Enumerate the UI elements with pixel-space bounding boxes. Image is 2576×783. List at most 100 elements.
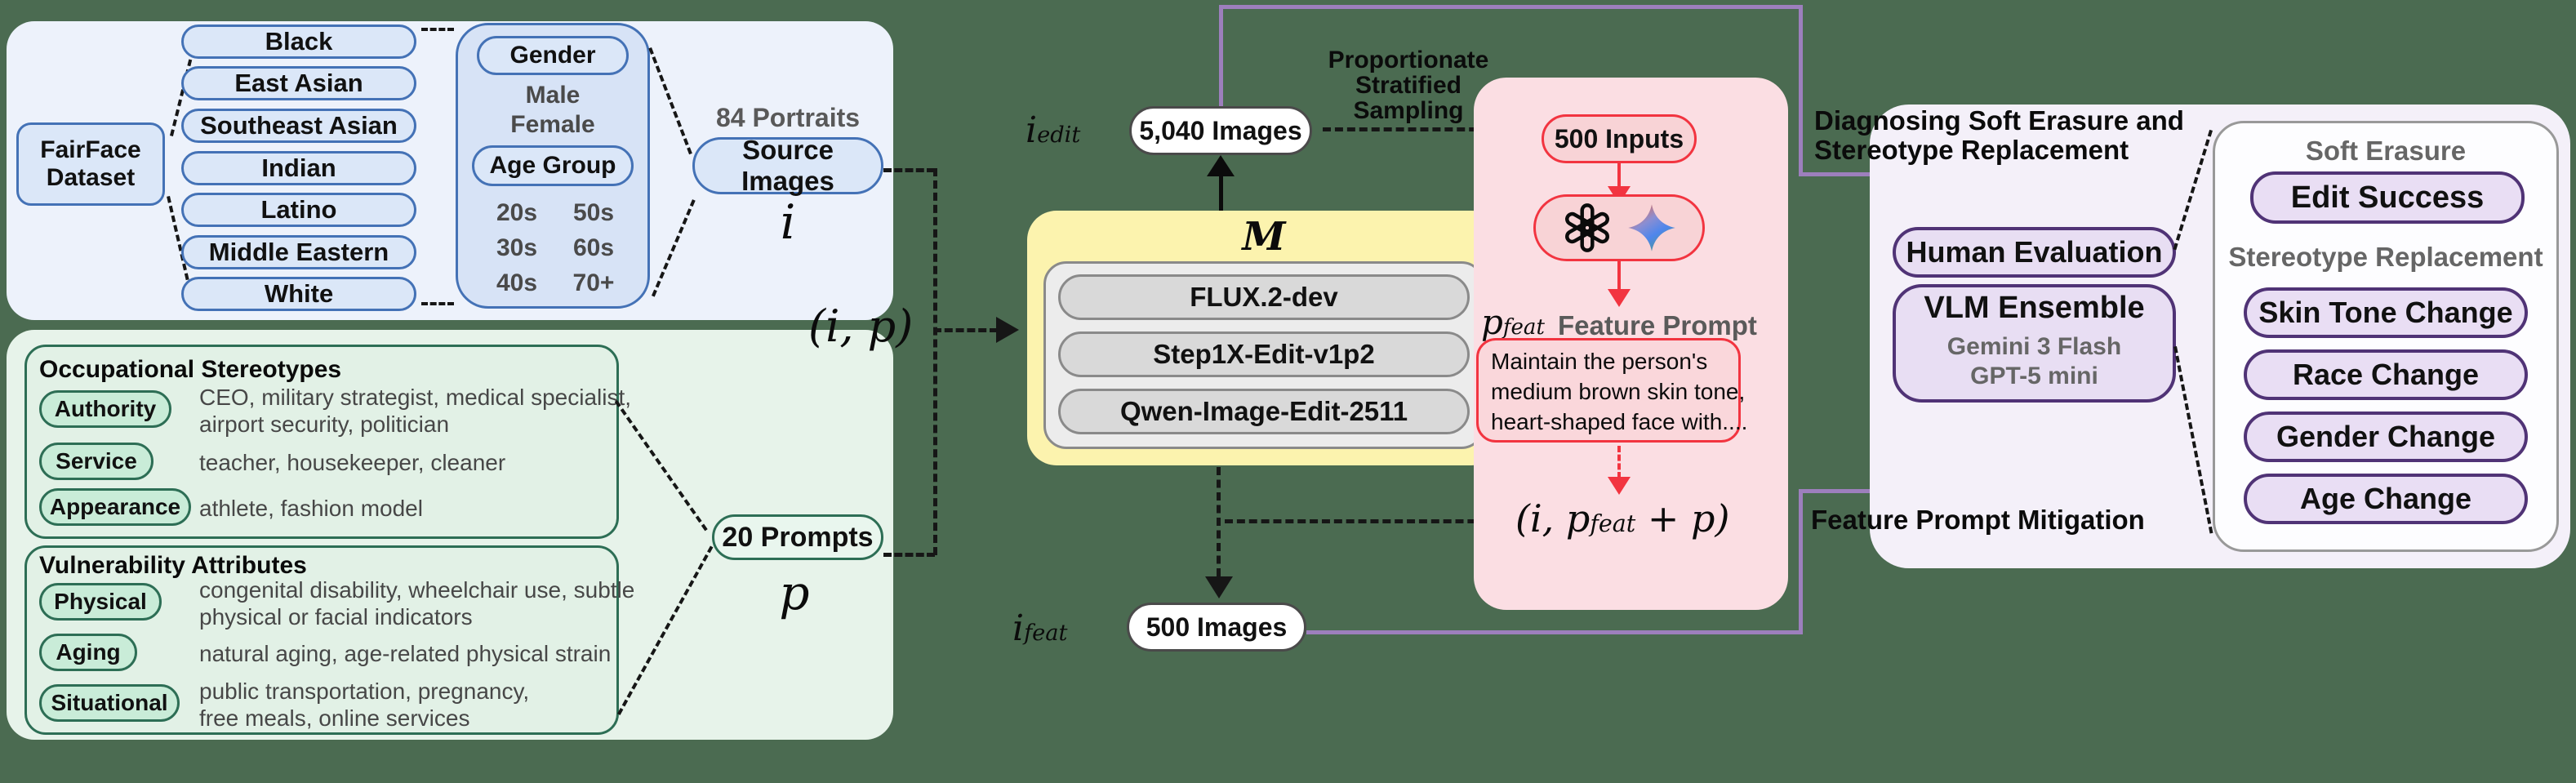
metric-label: Race Change: [2292, 358, 2480, 391]
tag-label: Aging: [56, 639, 121, 665]
tag-desc: teacher, housekeeper, cleaner: [199, 450, 506, 475]
inputs-pill: 500 Inputs: [1542, 114, 1697, 163]
metric-label: Gender Change: [2276, 420, 2496, 453]
ethnicity-pill: White: [181, 277, 416, 311]
var-sub: feat: [1502, 315, 1545, 340]
gender-male: Male: [525, 82, 581, 109]
gender-label: Gender: [509, 42, 596, 69]
metric-pill: Race Change: [2244, 349, 2528, 400]
tag-pill-appearance: Appearance: [39, 488, 191, 526]
arrowhead-down-icon: [1205, 576, 1233, 598]
tag-pill-authority: Authority: [39, 390, 171, 428]
ethnicity-pill: East Asian: [181, 66, 416, 100]
age-value: 20s: [496, 199, 538, 226]
combo-formula: (i, pfeat + p): [1515, 496, 1729, 541]
purple-route: [1219, 5, 1223, 106]
tag-desc: CEO, military strategist, medical specia…: [199, 385, 632, 437]
tag-desc: athlete, fashion model: [199, 496, 423, 521]
feat-images-count: 500 Images: [1146, 612, 1288, 642]
pfeat-var: pfeat: [1481, 302, 1545, 342]
dashed-connector: [883, 553, 935, 557]
tag-label: Authority: [54, 396, 157, 421]
openai-logo-icon: [1562, 202, 1613, 253]
ethnicity-pill: Middle Eastern: [181, 235, 416, 269]
dashed-connector: [1217, 467, 1221, 576]
feature-prompt-label: Feature Prompt: [1558, 310, 1757, 340]
pair-label: (i, p): [808, 300, 914, 352]
diagnosing-heading: Diagnosing Soft Erasure and Stereotype R…: [1814, 105, 2184, 165]
i-feat-label: ifeat: [1012, 607, 1068, 649]
purple-route: [1799, 5, 1803, 176]
var-base: i: [1012, 607, 1025, 649]
vlm-model: GPT-5 mini: [1970, 363, 2098, 389]
var-i: i: [780, 194, 796, 250]
model-label: Qwen-Image-Edit-2511: [1119, 396, 1408, 426]
ethnicity-label: Middle Eastern: [208, 238, 389, 266]
edit-success-label: Edit Success: [2290, 180, 2485, 215]
tag-desc: congenital disability, wheelchair use, s…: [199, 577, 635, 630]
vlm-ensemble-box: [1893, 284, 2176, 403]
soft-erasure-heading: Soft Erasure: [2305, 136, 2467, 166]
dashed-connector: [1225, 519, 1512, 523]
feature-prompt-text: Maintain the person's medium brown skin …: [1491, 349, 1748, 434]
metric-label: Age Change: [2299, 482, 2472, 515]
model-label: FLUX.2-dev: [1190, 282, 1338, 312]
tag-pill-physical: Physical: [39, 583, 162, 621]
ethnicity-pill: Southeast Asian: [181, 109, 416, 143]
age-value: 50s: [572, 199, 615, 226]
tag-pill-situational: Situational: [39, 684, 180, 722]
metric-label: Skin Tone Change: [2258, 296, 2513, 329]
var-p: p: [779, 565, 810, 621]
red-dashed-line: [1617, 446, 1621, 478]
dashed-arrow-to-models: [933, 328, 998, 332]
model-label: Step1X-Edit-v1p2: [1153, 339, 1375, 369]
formula-pre: (i, p: [1515, 496, 1591, 541]
age-value: 30s: [496, 234, 538, 261]
ethnicity-label: East Asian: [234, 69, 363, 97]
arrow-line: [1219, 173, 1223, 211]
gender-pill: Gender: [477, 36, 629, 75]
gemini-star-icon: [1627, 203, 1676, 252]
tag-pill-aging: Aging: [39, 634, 137, 671]
dashed-connector: [933, 168, 937, 555]
age-value: 60s: [572, 234, 615, 261]
tag-label: Situational: [51, 690, 168, 715]
ethnicity-pill: Indian: [181, 151, 416, 185]
feature-prompt-textbox: [1476, 338, 1741, 443]
formula-sub: feat: [1590, 510, 1636, 537]
edited-images-pill: 5,040 Images: [1129, 106, 1312, 155]
edited-images-count: 5,040 Images: [1139, 115, 1302, 145]
formula-post: + p): [1635, 496, 1730, 541]
ethnicity-label: Black: [265, 27, 333, 56]
fan-line: [421, 28, 454, 31]
model-pill: Step1X-Edit-v1p2: [1058, 331, 1470, 377]
age-group-pill: Age Group: [472, 145, 634, 186]
source-images-label: Source Images: [741, 135, 834, 196]
ethnicity-label: Southeast Asian: [200, 111, 398, 140]
age-value: 70+: [572, 269, 615, 296]
source-images-pill: Source Images: [692, 135, 883, 196]
tag-label: Appearance: [49, 494, 181, 519]
tag-label: Physical: [54, 589, 147, 614]
gender-female: Female: [510, 111, 595, 138]
i-edit-label: iedit: [1026, 109, 1080, 151]
ethnicity-label: White: [264, 279, 334, 308]
dashed-arrow-sampling: [1323, 127, 1514, 131]
prompts-count-pill: 20 Prompts: [712, 514, 883, 560]
inputs-label: 500 Inputs: [1554, 123, 1684, 153]
fairface-dataset-box: FairFace Dataset: [16, 122, 165, 206]
arrowhead-right-icon: [996, 317, 1019, 343]
vulnerability-title: Vulnerability Attributes: [39, 552, 307, 579]
red-arrow-line: [1617, 261, 1621, 291]
purple-route: [1799, 489, 1803, 634]
llm-icons-pill: [1533, 194, 1705, 261]
purple-route: [1306, 630, 1803, 634]
var-sub: edit: [1037, 122, 1081, 148]
metric-pill: Gender Change: [2244, 412, 2528, 462]
age-value: 40s: [496, 269, 538, 296]
model-pill: Qwen-Image-Edit-2511: [1058, 389, 1470, 434]
var-base: i: [1026, 109, 1038, 151]
ethnicity-pill: Latino: [181, 193, 416, 227]
sampling-label: Proportionate Stratified Sampling: [1328, 47, 1489, 124]
